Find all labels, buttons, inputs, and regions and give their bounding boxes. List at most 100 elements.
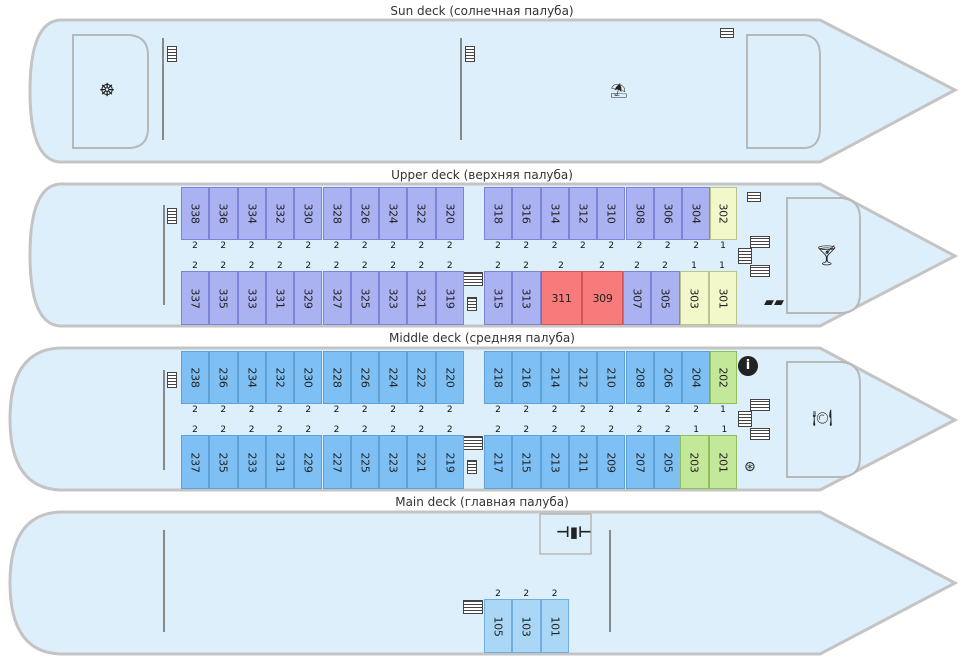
cabin-313[interactable]: 313 xyxy=(512,271,541,325)
cabin-215[interactable]: 215 xyxy=(512,435,541,489)
cabin-201[interactable]: 201 xyxy=(708,435,737,489)
cabin-number: 217 xyxy=(491,451,505,473)
cabin-314[interactable]: 314 xyxy=(540,187,569,240)
berth-count: 2 xyxy=(248,405,255,415)
cabin-319[interactable]: 319 xyxy=(435,271,464,325)
cabin-207[interactable]: 207 xyxy=(625,435,654,489)
cabin-225[interactable]: 225 xyxy=(350,435,380,489)
cabin-213[interactable]: 213 xyxy=(540,435,569,489)
info-icon[interactable]: i xyxy=(738,356,758,376)
cabin-322[interactable]: 322 xyxy=(407,187,436,240)
berth-count: 2 xyxy=(248,425,255,435)
cabin-224[interactable]: 224 xyxy=(379,351,408,404)
cabin-203[interactable]: 203 xyxy=(680,435,709,489)
cabin-329[interactable]: 329 xyxy=(294,271,323,325)
cabin-208[interactable]: 208 xyxy=(625,351,654,404)
cabin-210[interactable]: 210 xyxy=(597,351,626,404)
cabin-233[interactable]: 233 xyxy=(237,435,266,489)
stairs-icon xyxy=(167,208,177,224)
cabin-335[interactable]: 335 xyxy=(209,271,238,325)
cabin-105[interactable]: 105 xyxy=(484,599,513,653)
cabin-number: 215 xyxy=(519,451,533,473)
cabin-228[interactable]: 228 xyxy=(322,351,351,404)
cabin-306[interactable]: 306 xyxy=(653,187,683,240)
cabin-236[interactable]: 236 xyxy=(209,351,238,404)
cabin-103[interactable]: 103 xyxy=(512,599,541,653)
cabin-311[interactable]: 311 xyxy=(541,271,582,325)
cabin-310[interactable]: 310 xyxy=(597,187,626,240)
cabin-221[interactable]: 221 xyxy=(407,435,436,489)
berth-count: 2 xyxy=(634,261,640,271)
berth-count: 2 xyxy=(551,425,558,435)
cabin-328[interactable]: 328 xyxy=(322,187,351,240)
cabin-308[interactable]: 308 xyxy=(625,187,654,240)
cabin-318[interactable]: 318 xyxy=(484,187,513,240)
cabin-205[interactable]: 205 xyxy=(653,435,683,489)
cabin-209[interactable]: 209 xyxy=(597,435,626,489)
berth-count: 2 xyxy=(693,241,699,251)
cabin-332[interactable]: 332 xyxy=(265,187,295,240)
cabin-336[interactable]: 336 xyxy=(209,187,238,240)
cabin-323[interactable]: 323 xyxy=(379,271,408,325)
cabin-312[interactable]: 312 xyxy=(568,187,598,240)
cabin-333[interactable]: 333 xyxy=(237,271,266,325)
cabin-223[interactable]: 223 xyxy=(379,435,408,489)
lifebuoy-icon: ⊛ xyxy=(744,459,756,475)
cabin-222[interactable]: 222 xyxy=(407,351,436,404)
cabin-234[interactable]: 234 xyxy=(237,351,266,404)
cabin-237[interactable]: 237 xyxy=(181,435,210,489)
cabin-321[interactable]: 321 xyxy=(407,271,436,325)
stairs-icon xyxy=(167,372,177,388)
cabin-320[interactable]: 320 xyxy=(435,187,464,240)
cabin-235[interactable]: 235 xyxy=(209,435,238,489)
cabin-309[interactable]: 309 xyxy=(582,271,623,325)
cabin-202[interactable]: 202 xyxy=(710,351,737,404)
cabin-337[interactable]: 337 xyxy=(181,271,210,325)
cabin-315[interactable]: 315 xyxy=(484,271,513,325)
cabin-219[interactable]: 219 xyxy=(435,435,464,489)
berth-count: 2 xyxy=(580,405,586,415)
cabin-316[interactable]: 316 xyxy=(512,187,541,240)
cabin-214[interactable]: 214 xyxy=(540,351,569,404)
cabin-230[interactable]: 230 xyxy=(294,351,323,404)
cabin-301[interactable]: 301 xyxy=(708,271,737,325)
berth-count: 2 xyxy=(523,589,530,599)
cabin-304[interactable]: 304 xyxy=(682,187,711,240)
cabin-216[interactable]: 216 xyxy=(512,351,541,404)
cabin-number: 218 xyxy=(491,367,505,388)
cabin-206[interactable]: 206 xyxy=(653,351,683,404)
cabin-305[interactable]: 305 xyxy=(651,271,680,325)
cabin-330[interactable]: 330 xyxy=(294,187,323,240)
cabin-229[interactable]: 229 xyxy=(294,435,323,489)
cabin-101[interactable]: 101 xyxy=(540,599,569,653)
berth-count: 2 xyxy=(662,261,668,271)
cabin-324[interactable]: 324 xyxy=(379,187,408,240)
cabin-334[interactable]: 334 xyxy=(237,187,266,240)
cabin-231[interactable]: 231 xyxy=(265,435,295,489)
cabin-226[interactable]: 226 xyxy=(350,351,380,404)
cabin-325[interactable]: 325 xyxy=(350,271,380,325)
cabin-220[interactable]: 220 xyxy=(435,351,464,404)
helm-icon: ☸ xyxy=(99,80,116,101)
cabin-338[interactable]: 338 xyxy=(181,187,210,240)
cabin-number: 219 xyxy=(443,451,457,473)
cabin-204[interactable]: 204 xyxy=(682,351,711,404)
cabin-303[interactable]: 303 xyxy=(680,271,709,325)
cabin-217[interactable]: 217 xyxy=(484,435,513,489)
cabin-307[interactable]: 307 xyxy=(623,271,652,325)
cabin-number: 227 xyxy=(330,451,344,473)
berth-count: 2 xyxy=(277,425,283,435)
cabin-238[interactable]: 238 xyxy=(181,351,210,404)
berth-count: 2 xyxy=(580,425,586,435)
cabin-211[interactable]: 211 xyxy=(568,435,598,489)
cabin-302[interactable]: 302 xyxy=(710,187,737,240)
cabin-218[interactable]: 218 xyxy=(484,351,513,404)
cabin-331[interactable]: 331 xyxy=(265,271,295,325)
cabin-327[interactable]: 327 xyxy=(322,271,351,325)
cabin-232[interactable]: 232 xyxy=(265,351,295,404)
cabin-326[interactable]: 326 xyxy=(350,187,380,240)
cabin-number: 306 xyxy=(661,203,675,224)
cabin-227[interactable]: 227 xyxy=(322,435,351,489)
berth-count: 2 xyxy=(248,261,255,271)
cabin-212[interactable]: 212 xyxy=(568,351,598,404)
